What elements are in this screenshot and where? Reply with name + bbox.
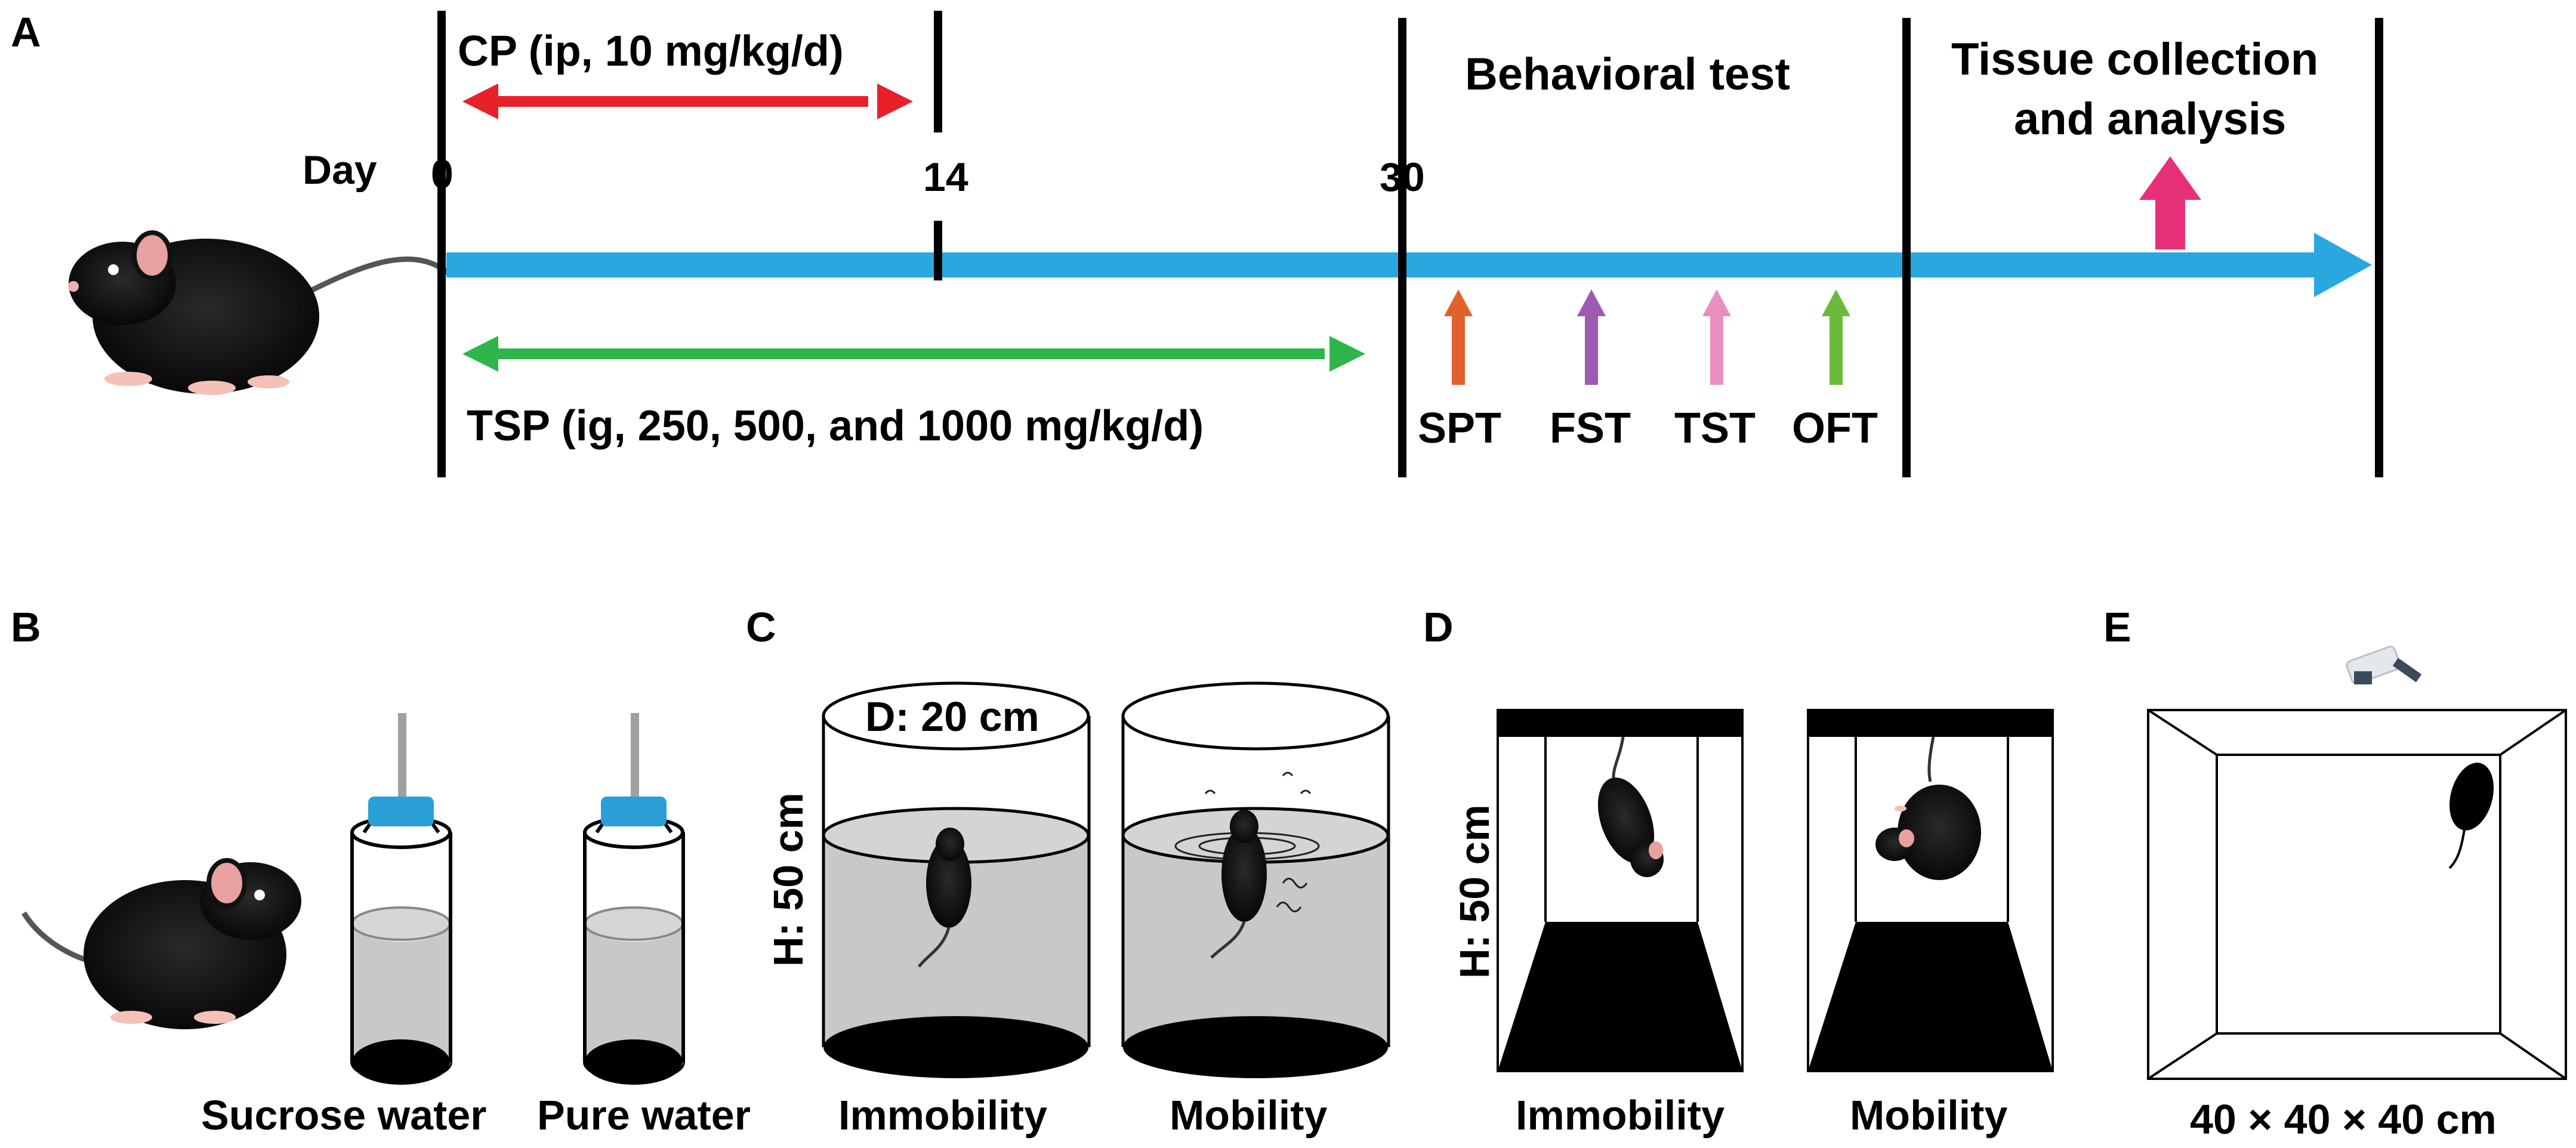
oft-label: OFT (1792, 405, 1878, 452)
height-label-c: H: 50 cm (765, 792, 812, 967)
tissue-arrow (2139, 156, 2201, 249)
fst-label: FST (1550, 405, 1631, 452)
tail-suspension-box-mobility (1807, 709, 2054, 1072)
height-label-d: H: 50 cm (1451, 804, 1498, 979)
tst-arrow (1702, 289, 1731, 385)
panel-d-letter: D (1423, 604, 1454, 650)
hanging-mouse (1597, 777, 1655, 863)
tsp-label: TSP (ig, 250, 500, and 1000 mg/kg/d) (467, 402, 1204, 450)
panel-e: E 40 × 40 × 40 cm (2103, 604, 2567, 1143)
panel-a-letter: A (11, 9, 41, 55)
tissue-label-1: Tissue collection (1951, 34, 2318, 85)
panel-b: B (11, 604, 751, 1138)
spt-label: SPT (1418, 405, 1501, 452)
open-field-mouse (2449, 763, 2494, 831)
diameter-label: D: 20 cm (865, 693, 1039, 740)
panel-a: A Day 0 14 30 CP (ip, 10 mg/kg/d) (11, 9, 2383, 477)
panel-c-letter: C (746, 604, 776, 650)
spt-arrow (1444, 289, 1473, 385)
swimming-mouse-active (1221, 826, 1267, 922)
struggling-mouse (1898, 785, 1981, 880)
mobility-label-d: Mobility (1850, 1092, 2007, 1138)
tsp-arrow-left (462, 336, 498, 372)
behavioral-label: Behavioral test (1465, 49, 1790, 100)
timeline-bar (446, 252, 2332, 277)
pure-water-bottle (583, 713, 685, 1085)
pure-water-label: Pure water (537, 1092, 751, 1138)
forced-swim-cylinder-immobility (822, 681, 1091, 1078)
tissue-label-2: and analysis (2014, 94, 2286, 144)
sucrose-label: Sucrose water (201, 1092, 487, 1138)
tick-30: 30 (1380, 155, 1425, 200)
cp-arrow-left (462, 84, 498, 119)
open-field-box (2147, 709, 2567, 1080)
panel-b-letter: B (11, 604, 41, 650)
sucrose-bottle (350, 713, 452, 1085)
tail-suspension-box-immobility (1497, 709, 1744, 1072)
immobility-label-c: Immobility (838, 1092, 1047, 1138)
mouse-icon-b (21, 858, 301, 1029)
box-size-label: 40 × 40 × 40 cm (2190, 1096, 2497, 1143)
timeline-arrowhead (2314, 233, 2372, 297)
tsp-arrow-right (1329, 336, 1365, 372)
mouse-icon (68, 230, 452, 395)
panel-e-letter: E (2103, 604, 2131, 650)
panel-d: D H: 50 cm Immobility (1423, 604, 2054, 1138)
tick-0: 0 (431, 152, 454, 197)
swimming-mouse (926, 838, 971, 928)
tst-label: TST (1674, 405, 1756, 452)
fst-arrow (1577, 289, 1606, 385)
panel-c: C D: 20 cm (746, 604, 1390, 1138)
mobility-label-c: Mobility (1170, 1092, 1327, 1138)
day-label: Day (303, 147, 377, 193)
tick-14: 14 (923, 155, 968, 200)
cp-arrow-right (877, 84, 913, 119)
oft-arrow (1822, 289, 1850, 385)
forced-swim-cylinder-mobility (1121, 681, 1390, 1078)
camera-icon (2346, 646, 2422, 685)
cp-label: CP (ip, 10 mg/kg/d) (458, 27, 844, 75)
immobility-label-d: Immobility (1516, 1092, 1724, 1138)
